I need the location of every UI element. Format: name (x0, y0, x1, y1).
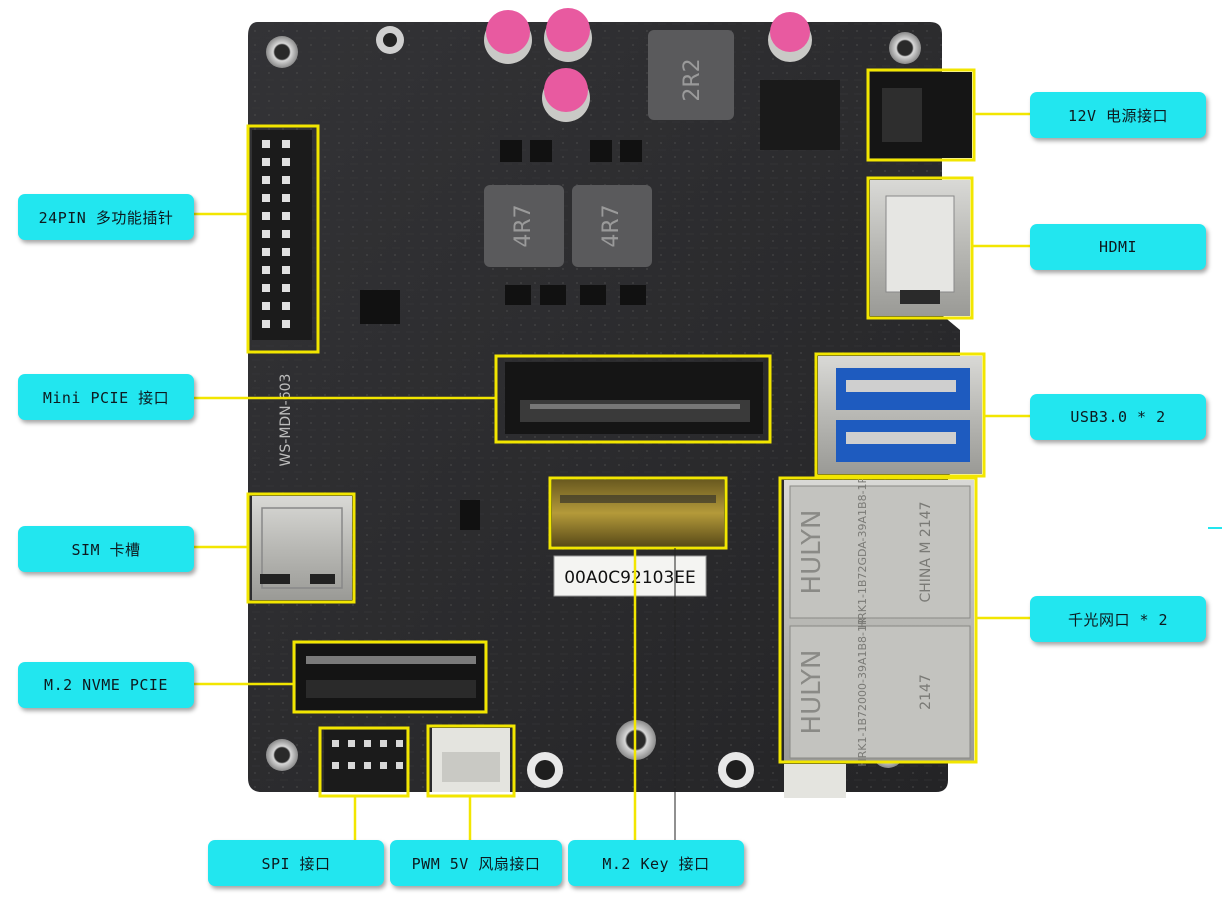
small-connector (784, 764, 846, 798)
label-m2-nvme: M.2 NVME PCIE (18, 662, 194, 708)
callout-box-rj45 (778, 476, 978, 764)
rj45-ports: HULYN HRK1-1B72GDA-39A1B8-1R CHINA M 214… (784, 475, 974, 767)
label-pwm-fan: PWM 5V 风扇接口 (390, 840, 562, 886)
callout-box-24pin (246, 124, 320, 354)
rj45-part-bottom: HRK1-1B72000-39A1B8-1R (856, 617, 869, 767)
hdmi-port (870, 180, 970, 316)
inductor-left-mark: 4R7 (511, 204, 536, 247)
spi-header (324, 730, 406, 792)
label-spi: SPI 接口 (208, 840, 384, 886)
label-m2-key: M.2 Key 接口 (568, 840, 744, 886)
label-mini-pcie: Mini PCIE 接口 (18, 374, 194, 420)
inductor-top: 2R2 (648, 30, 734, 120)
rj45-part-top: HRK1-1B72GDA-39A1B8-1R (856, 475, 869, 628)
label-24pin: 24PIN 多功能插针 (18, 194, 194, 240)
mac-sticker-text: 00A0C92103EE (564, 568, 696, 588)
label-usb3: USB3.0 * 2 (1030, 394, 1206, 440)
callout-box-spi (318, 726, 410, 798)
m2-nvme-slot (296, 644, 484, 710)
header-24pin (252, 130, 312, 340)
rj45-brand-top: HULYN (797, 510, 827, 595)
usb3-ports (818, 356, 982, 474)
fan-connector (432, 728, 510, 792)
inductor-right: 4R7 (572, 185, 652, 267)
capacitors (484, 8, 812, 122)
rj45-code-bottom: 2147 (918, 674, 934, 710)
label-sim: SIM 卡槽 (18, 526, 194, 572)
rj45-brand-bottom: HULYN (797, 650, 827, 735)
label-12v-power: 12V 电源接口 (1030, 92, 1206, 138)
callout-box-m2-key (548, 476, 728, 550)
label-gigabit: 千光网口 * 2 (1030, 596, 1206, 642)
callout-lines (194, 112, 1030, 840)
m2-key-slot (552, 480, 724, 546)
power-jack (870, 72, 972, 158)
sim-slot (252, 496, 352, 600)
inductor-left: 4R7 (484, 185, 564, 267)
callout-box-hdmi (866, 176, 974, 320)
label-hdmi: HDMI (1030, 224, 1206, 270)
mac-sticker: 00A0C92103EE (553, 555, 707, 597)
inductor-right-mark: 4R7 (599, 204, 624, 247)
callout-box-m2-nvme (292, 640, 488, 714)
inductor-top-mark: 2R2 (680, 58, 705, 101)
mini-pcie-slot (505, 362, 763, 434)
silk-model-text: WS-MDN-603 (278, 374, 294, 467)
rj45-country-top: CHINA M 2147 (918, 501, 934, 602)
